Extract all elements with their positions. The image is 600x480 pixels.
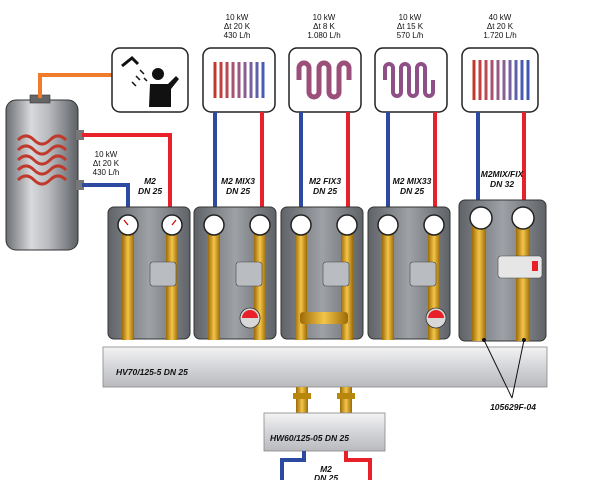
circuit-pipes <box>213 112 526 212</box>
hydraulic-switch-label: HW60/125-05 DN 25 <box>270 434 380 443</box>
tank-coil <box>16 134 68 186</box>
manifold-connectors <box>293 387 355 413</box>
pump-module-2 <box>193 206 277 340</box>
circuit-3-dn: DN 25 <box>312 186 338 196</box>
hydraulic-switch-dn: DN 25 <box>324 433 349 443</box>
circuit-5-dn: DN 32 <box>489 179 515 189</box>
circuit-5-flow: 1.720 L/h <box>483 31 517 40</box>
hydraulic-switch-model: HW60/125-05 <box>270 433 323 443</box>
manifold-label: HV70/125-5 DN 25 <box>116 368 236 377</box>
circuit-4-flow: 570 L/h <box>396 31 424 40</box>
circuit-4-dn: DN 25 <box>399 186 425 196</box>
circuit-1-type: M2 <box>144 176 156 186</box>
circuit-5-type: M2MIX/FIX <box>480 169 524 179</box>
pump-module-5 <box>458 199 547 342</box>
circuit-4-type: M2 MIX33 <box>392 176 432 186</box>
manifold-dn: DN 25 <box>163 367 188 377</box>
floor-heating-icon <box>288 47 362 113</box>
dhw-pipe <box>38 73 112 98</box>
bottom-group-type: M2 <box>320 464 332 474</box>
tank-supply-pipe <box>82 133 172 212</box>
circuit-2-type: M2 MIX3 <box>220 176 255 186</box>
hydraulic-switch <box>263 412 386 452</box>
circuit-3-power: 10 kW <box>312 13 336 22</box>
shower-icon <box>111 47 189 113</box>
distribution-manifold <box>102 346 548 388</box>
boiler-flow: 430 L/h <box>92 168 120 177</box>
circuit-3-flow: 1.080 L/h <box>307 31 341 40</box>
circuit-2-flow: 430 L/h <box>223 31 251 40</box>
bottom-group-dn: DN 25 <box>313 474 339 480</box>
part-number-callout <box>482 338 526 399</box>
circuit-2-dn: DN 25 <box>225 186 251 196</box>
bottom-return-pipe <box>280 451 306 480</box>
manifold-model: HV70/125-5 <box>116 367 162 377</box>
circuit-4-power: 10 kW <box>398 13 422 22</box>
circuit-2-power: 10 kW <box>225 13 249 22</box>
circuit-5-power: 40 kW <box>488 13 512 22</box>
part-number: 105629F-04 <box>490 402 536 412</box>
circuit-2-delta-t: Δt 20 K <box>223 22 251 31</box>
tank-return-pipe <box>82 183 130 212</box>
pump-module-4 <box>367 206 451 340</box>
boiler-power: 10 kW <box>94 150 118 159</box>
floor-heating-icon-2 <box>374 47 448 113</box>
circuit-4-delta-t: Δt 15 K <box>396 22 424 31</box>
boiler-delta-t: Δt 20 K <box>92 159 120 168</box>
dhw-tank <box>5 94 84 251</box>
circuit-3-type: M2 FIX3 <box>308 176 342 186</box>
pump-module-3 <box>280 206 364 340</box>
radiator-icon <box>202 47 276 113</box>
bottom-supply-pipe <box>344 451 372 480</box>
pump-module-1 <box>107 206 191 340</box>
circuit-3-delta-t: Δt 8 K <box>313 22 335 31</box>
circuit-5-delta-t: Δt 20 K <box>486 22 514 31</box>
circuit-1-dn: DN 25 <box>137 186 163 196</box>
radiator-icon-2 <box>461 47 539 113</box>
